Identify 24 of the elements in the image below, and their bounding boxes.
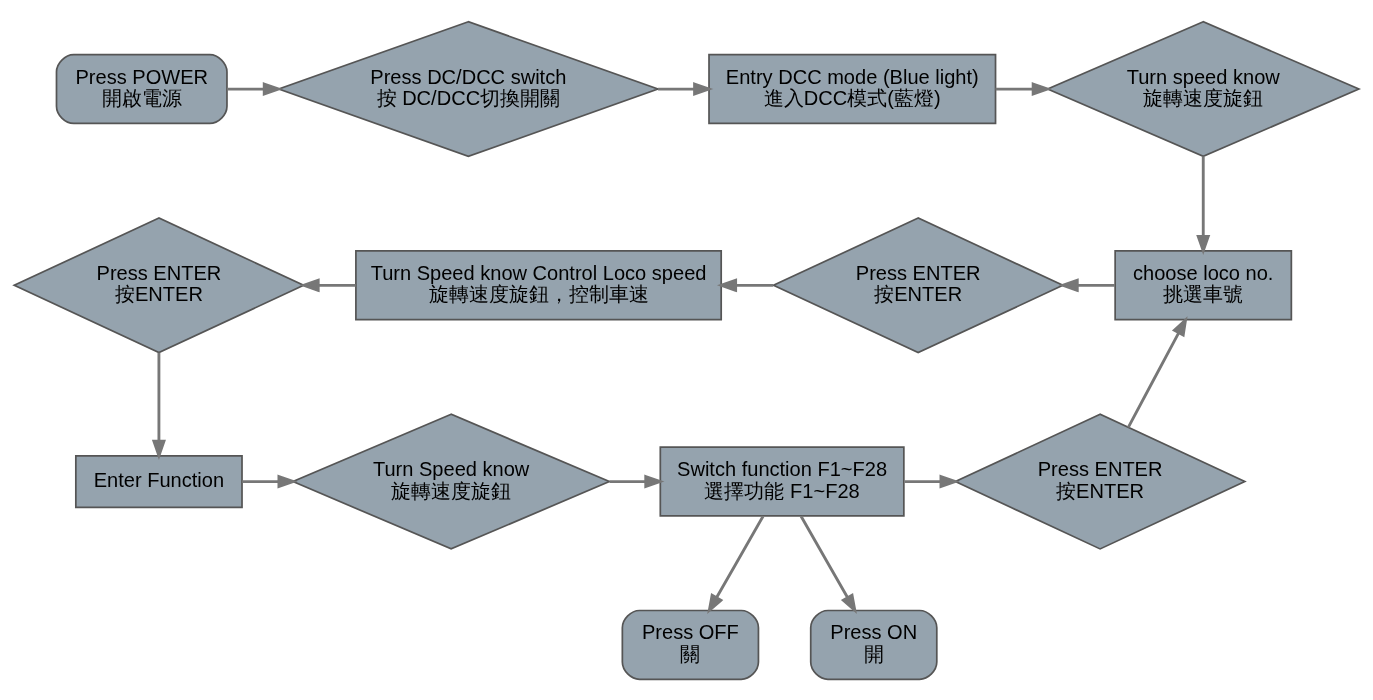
node-box: Press ON 開 (809, 609, 938, 680)
arrow (1196, 156, 1211, 255)
node-diamond: Press ENTER 按ENTER (12, 216, 306, 354)
arrow (904, 474, 960, 489)
node-box: choose loco no. 挑選車號 (1114, 249, 1293, 321)
node-box: Press POWER 開啟電源 (55, 53, 228, 124)
arrow (707, 515, 765, 614)
arrow (1127, 315, 1188, 428)
node-box: Switch function F1~F28 選擇功能 F1~F28 (659, 445, 905, 517)
node-box: Enter Function (74, 454, 243, 508)
arrow (151, 352, 166, 460)
arrow (299, 277, 356, 292)
node-box: Entry DCC mode (Blue light) 進入DCC模式(藍燈) (708, 53, 997, 124)
arrow (995, 81, 1052, 96)
node-box: Press OFF 關 (621, 609, 760, 680)
arrow (242, 474, 298, 489)
node-diamond: Press ENTER 按ENTER (771, 216, 1065, 354)
node-box: Turn Speed know Control Loco speed 旋轉速度旋鈕，控制車速 (355, 249, 723, 321)
arrow (799, 515, 857, 614)
arrow (658, 81, 714, 96)
arrow (609, 474, 665, 489)
arrow (716, 277, 774, 292)
arrow (227, 81, 283, 96)
arrow (1058, 277, 1115, 292)
